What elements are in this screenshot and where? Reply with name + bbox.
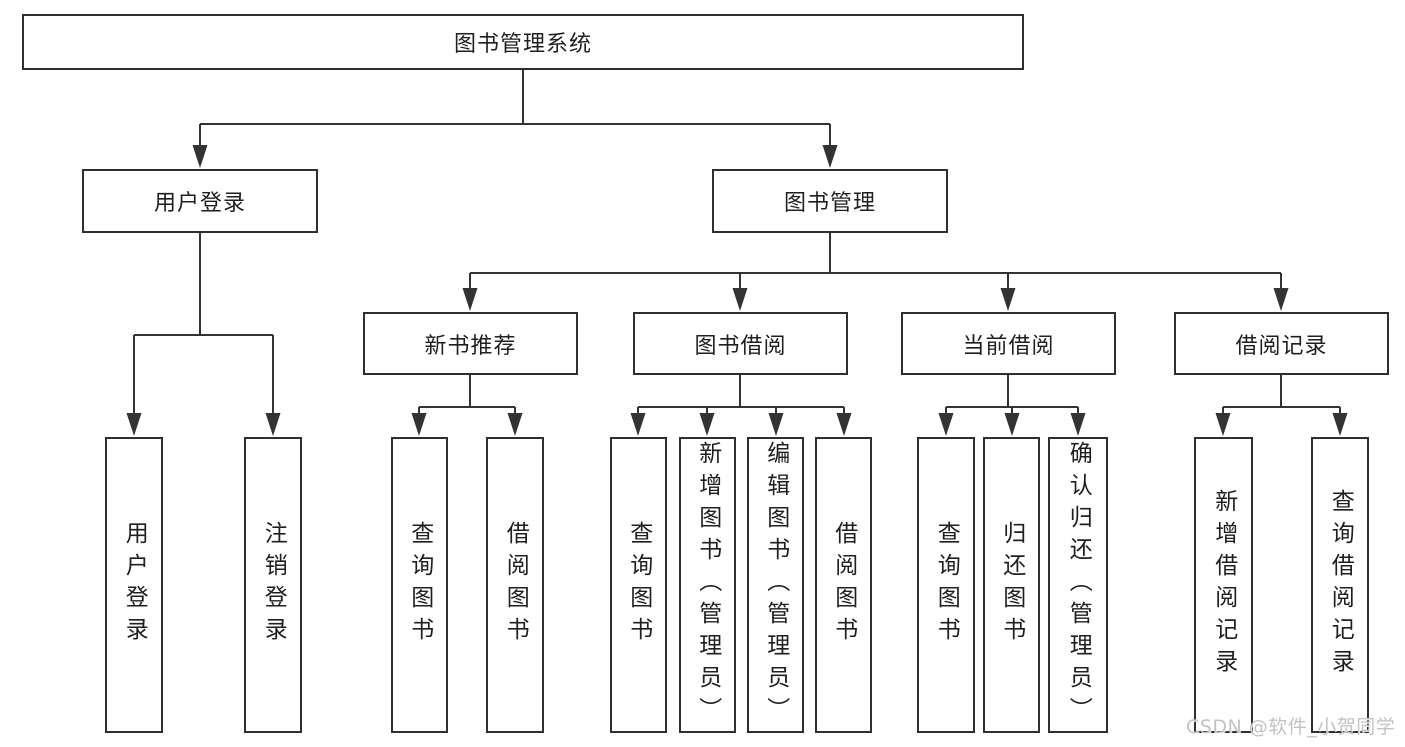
node-label: 编辑图书（管理员） — [762, 441, 789, 729]
leaf-borrow-books-recommend: 借阅图书 — [486, 437, 544, 733]
node-label: 图书借阅 — [694, 333, 787, 359]
arrowheads — [126, 145, 1348, 436]
node-book-borrowing: 图书借阅 — [633, 312, 848, 375]
leaf-return-books: 归还图书 — [983, 437, 1040, 733]
node-label: 查询图书 — [625, 521, 652, 649]
node-label: 查询图书 — [406, 521, 433, 649]
node-label: 新增借阅记录 — [1210, 489, 1237, 681]
leaf-query-borrow-record: 查询借阅记录 — [1311, 437, 1369, 733]
node-label: 用户登录 — [121, 521, 148, 649]
leaf-edit-books-admin: 编辑图书（管理员） — [747, 437, 804, 733]
node-label: 查询借阅记录 — [1327, 489, 1354, 681]
node-label: 确认归还（管理员） — [1065, 441, 1092, 729]
node-label: 注销登录 — [260, 521, 287, 649]
csdn-watermark: CSDN @软件_小贺同学 — [1186, 716, 1396, 738]
node-root-library-system: 图书管理系统 — [22, 14, 1024, 70]
leaf-query-books-recommend: 查询图书 — [391, 437, 448, 733]
node-label: 图书管理 — [783, 191, 876, 216]
leaf-add-borrow-record: 新增借阅记录 — [1194, 437, 1253, 733]
node-user-login-branch: 用户登录 — [82, 169, 318, 233]
node-label: 借阅图书 — [830, 521, 857, 649]
node-current-borrowing: 当前借阅 — [901, 312, 1116, 375]
leaf-add-books-admin: 新增图书（管理员） — [679, 437, 736, 733]
node-label: 用户登录 — [153, 191, 246, 216]
node-label: 查询图书 — [933, 521, 960, 649]
node-label: 归还图书 — [998, 521, 1025, 649]
leaf-confirm-return-admin: 确认归还（管理员） — [1048, 437, 1108, 733]
node-label: 图书管理系统 — [453, 32, 592, 57]
leaf-query-books-current: 查询图书 — [917, 437, 975, 733]
leaf-logout: 注销登录 — [244, 437, 302, 733]
node-label: 借阅图书 — [502, 521, 529, 649]
node-label: 新书推荐 — [424, 333, 517, 359]
leaf-borrow-books: 借阅图书 — [815, 437, 872, 733]
node-book-management-branch: 图书管理 — [712, 169, 948, 233]
node-borrowing-records: 借阅记录 — [1174, 312, 1389, 375]
leaf-query-books-borrowing: 查询图书 — [610, 437, 667, 733]
node-label: 借阅记录 — [1235, 333, 1328, 359]
node-label: 新增图书（管理员） — [694, 441, 721, 729]
node-label: 当前借阅 — [962, 333, 1055, 359]
leaf-user-login: 用户登录 — [105, 437, 163, 733]
node-new-book-recommendation: 新书推荐 — [363, 312, 578, 375]
